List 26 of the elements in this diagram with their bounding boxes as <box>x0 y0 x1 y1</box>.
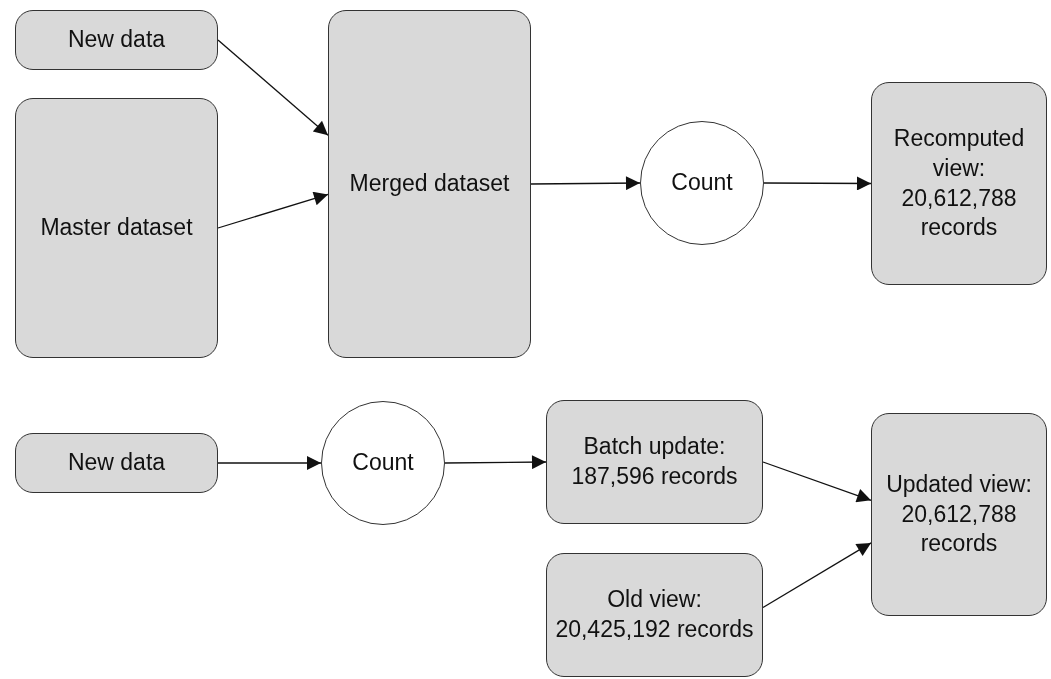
arrow <box>530 176 641 191</box>
node-label: New data <box>66 25 167 55</box>
node-label: Batch update: 187,596 records <box>570 432 739 491</box>
node-label: Count <box>670 168 734 198</box>
process-box <box>15 98 218 358</box>
arrow <box>444 455 547 470</box>
process-box <box>328 10 531 358</box>
node-label: Updated view: 20,612,788 records <box>885 469 1033 559</box>
arrow <box>217 456 322 470</box>
process-box <box>871 82 1047 285</box>
node-label: Old view: 20,425,192 records <box>554 585 755 644</box>
node-label: Merged dataset <box>348 169 511 199</box>
arrow <box>763 176 872 191</box>
process-box <box>546 400 763 524</box>
process-box <box>871 413 1047 616</box>
node-label: Count <box>351 448 415 478</box>
arrow <box>762 461 872 503</box>
node-label: Recomputed view: 20,612,788 records <box>892 123 1026 243</box>
node-label: New data <box>66 448 167 478</box>
process-box <box>15 10 218 70</box>
process-box <box>546 553 763 677</box>
arrow <box>217 191 329 229</box>
arrow <box>217 39 329 136</box>
node-label: Master dataset <box>39 213 194 243</box>
arrow <box>762 542 872 609</box>
process-box <box>15 433 218 493</box>
